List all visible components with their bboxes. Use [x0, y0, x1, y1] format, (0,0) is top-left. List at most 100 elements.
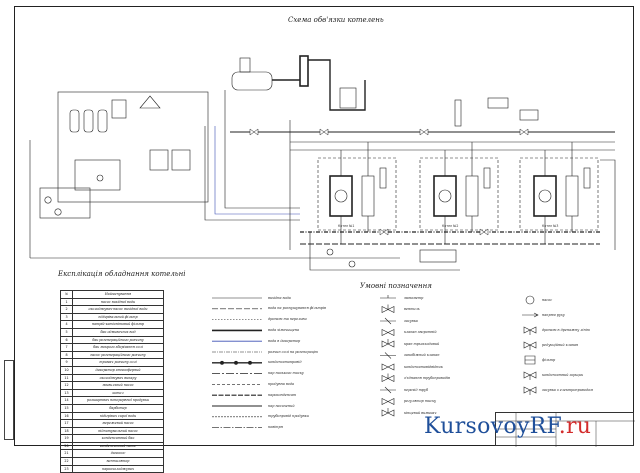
diagram-title: Схема обв'язки котелень: [288, 16, 384, 24]
legend-item: трубопровід продувки: [268, 414, 309, 419]
deaerator-tank: [231, 71, 273, 91]
legend-item: пароконденсат: [268, 392, 297, 397]
boiler-3-frame: [519, 157, 599, 231]
watermark: KursovoyRF.ru: [424, 414, 591, 439]
legend-item: конденсатовідвідник: [404, 364, 443, 369]
filter-2: [83, 109, 94, 133]
filter-1: [69, 109, 80, 133]
filter-3: [97, 109, 108, 133]
spec-row-number: 21: [60, 449, 73, 459]
drawing-frame: [14, 6, 634, 446]
legend-symbol: [381, 304, 395, 313]
boiler-2-fan: [483, 167, 491, 189]
legend-item: дренаж та переливи: [268, 317, 307, 322]
legend-item: засувка з електроприводом: [542, 387, 593, 392]
boiler-2-economizer: [465, 175, 479, 217]
legend-symbol: [381, 398, 395, 405]
boiler-2-label: Котел №2: [442, 224, 459, 228]
legend-item: перехід труб: [404, 387, 429, 392]
boiler-3-drum: [538, 189, 552, 203]
legend-item: запобіжний клапан: [404, 353, 440, 357]
pump-left-2: [54, 208, 62, 216]
legend-item: засувка: [404, 318, 418, 323]
salt-tank: [111, 99, 127, 119]
legend-item: регулятор тиску: [404, 399, 437, 403]
legend-item: кран трьохходовий: [404, 341, 440, 346]
spec-row-number: 23: [60, 464, 73, 473]
legend-item: фільтр: [542, 357, 556, 362]
legend-symbol: [381, 408, 395, 417]
spec-row-name: пароохолоджувач: [72, 464, 164, 473]
legend-item: конденсатопровід: [268, 360, 302, 365]
deaerator-column: [239, 57, 251, 73]
legend-symbol: [522, 312, 539, 318]
legend-item: з'єднання трубопроводів: [404, 376, 450, 380]
spec-row-number: 20: [60, 441, 73, 451]
legend-symbol: [523, 371, 537, 380]
legend-symbol: [523, 326, 537, 335]
legend-symbol: [525, 295, 535, 305]
boiler-1-label: Котел №1: [338, 224, 355, 228]
boiler-1-drum: [334, 189, 348, 203]
riser-1: [204, 126, 300, 221]
boiler-2-frame: [419, 157, 499, 231]
legend-symbol: [381, 373, 395, 382]
watermark-main: KursovoyRF: [424, 414, 559, 439]
legend-item: кінцевий вимикач: [404, 410, 437, 415]
legend-item: вихідна вода: [268, 295, 291, 300]
side-stamp-strip: [4, 360, 14, 440]
water-treatment-frame: [57, 91, 209, 203]
legend-symbol: [523, 386, 537, 395]
legend-symbol: [380, 352, 396, 359]
pump-left-3: [96, 174, 104, 182]
legend-symbol: [380, 317, 396, 325]
vapor-cooler: [299, 55, 309, 87]
legend-item: пар насичений: [268, 403, 295, 408]
heat-exchanger-top: [487, 97, 509, 109]
legend-item: дренаж в дренажну лінію: [542, 327, 590, 332]
regeneration-tank-2: [171, 149, 191, 171]
legend-item: насос: [542, 297, 553, 302]
legend-item: напрям руху: [542, 312, 565, 317]
network-pump-2: [348, 260, 356, 268]
riser-3: [224, 90, 300, 209]
legend-item: редукційний клапан: [542, 342, 579, 347]
spec-row-name: конденсатний насос: [72, 441, 164, 451]
legend-symbol: [524, 355, 536, 365]
salt-cone: [139, 95, 161, 109]
boiler-3-economizer: [565, 175, 579, 217]
condensate-tank: [339, 87, 357, 109]
piping-schematic: [29, 55, 616, 271]
legend-item: розчин солі на регенерацію: [268, 349, 319, 354]
legend-item: пар низького тиску: [268, 371, 304, 376]
mixing-block: [74, 159, 121, 191]
legend-symbol: [523, 341, 537, 350]
legend-symbol: [381, 329, 395, 336]
legend-line-marker: [234, 360, 238, 365]
spec-row-name: вентилятор: [72, 457, 164, 466]
legend-symbol: [381, 363, 395, 371]
watermark-accent: .ru: [558, 414, 592, 439]
legend-item: манометр: [404, 295, 424, 300]
legend-item: продувна вода: [268, 381, 295, 386]
legend-symbol: [381, 339, 395, 348]
boiler-2-body: [433, 175, 457, 217]
title-block-stamp: [495, 412, 635, 447]
spec-title: Експлікація обладнання котельні: [58, 270, 186, 278]
heat-exchanger-top-2: [519, 109, 539, 121]
legend-item: клапан зворотній: [404, 330, 437, 334]
legend-line-marker: [248, 360, 252, 365]
blowdown-expander: [454, 99, 462, 127]
legend-symbol: [380, 386, 396, 394]
legend-item: вода на розпушування фільтрів: [268, 306, 326, 311]
legend-item: вода хімочищена: [268, 327, 300, 332]
riser-2: [214, 126, 300, 215]
legend-item: повітря: [268, 425, 283, 430]
left-unit-bottom: [39, 187, 91, 219]
network-pump-1: [326, 248, 334, 256]
boiler-1-fan: [379, 167, 387, 189]
